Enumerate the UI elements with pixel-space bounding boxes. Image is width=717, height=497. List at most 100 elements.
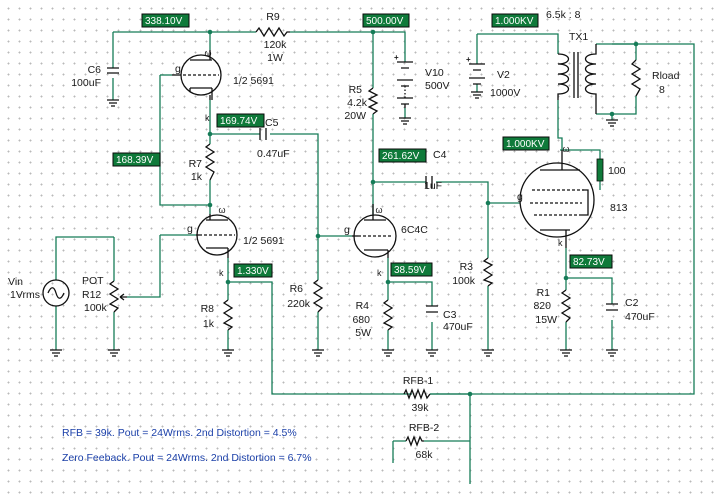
r5-resistor <box>367 87 379 115</box>
cathode-pin: k <box>558 238 563 248</box>
rload-resistor <box>630 59 642 97</box>
grid-pin: g <box>175 63 181 75</box>
tube4-extra: 100 <box>608 165 626 177</box>
rload-name: Rload <box>652 70 680 82</box>
r7-value: 1k <box>191 171 203 183</box>
vin-value: 1Vrms <box>10 289 40 301</box>
wires <box>55 31 695 484</box>
probe-38v: 38.59V <box>390 262 433 277</box>
r9-value: 120k <box>264 39 288 51</box>
grid-pin: g <box>344 224 350 236</box>
r9-power: 1W <box>267 52 283 64</box>
tube-6c4c: ω g k <box>344 204 397 278</box>
r3-value: 100k <box>452 275 476 287</box>
pot-ref: R12 <box>82 289 101 301</box>
probe-500v: 500.00V <box>362 13 410 28</box>
plus-sign: + <box>466 55 471 64</box>
pot-name: POT <box>82 275 104 287</box>
r1-power: 15W <box>535 314 557 326</box>
r5-name: R5 <box>349 84 363 96</box>
svg-text:38.59V: 38.59V <box>394 265 426 276</box>
tube-813: ω g k <box>517 144 604 248</box>
svg-text:168.39V: 168.39V <box>116 155 154 166</box>
r7-name: R7 <box>189 158 203 170</box>
ground-symbols <box>50 91 618 357</box>
vin-name: Vin <box>8 276 23 288</box>
c5-name: C5 <box>265 117 279 129</box>
cathode-pin: k <box>219 268 224 278</box>
c3-value: 470uF <box>443 321 473 333</box>
grid-pin: g <box>517 191 523 203</box>
tube-5691-upper: ω g k <box>172 48 222 123</box>
r6-name: R6 <box>290 283 304 295</box>
svg-text:1.330V: 1.330V <box>237 266 269 277</box>
probe-168v: 168.39V <box>112 152 161 167</box>
component-labels: R9 120k 1W C6 100uF 1/2 5691 1/2 5691 6C… <box>8 9 680 461</box>
pot-r12 <box>108 280 127 313</box>
r7-resistor <box>204 143 216 181</box>
r3-resistor <box>482 257 494 287</box>
probe-1000v-plate: 1.000KV <box>502 136 550 151</box>
rfb1-value: 39k <box>412 402 430 414</box>
v2-battery: + <box>466 55 485 85</box>
rfb2-name: RFB-2 <box>409 422 439 434</box>
tx1-ratio: 6.5k : 8 <box>546 9 581 21</box>
c2-value: 470uF <box>625 311 655 323</box>
c6-value: 100uF <box>71 77 101 89</box>
c6-capacitor <box>107 67 119 74</box>
note-line2: Zero Feeback. Pout = 24Wrms. 2nd Distort… <box>62 452 312 464</box>
c4-name: C4 <box>433 149 447 161</box>
grid-pin: g <box>187 223 193 235</box>
r5-value: 4.2k <box>347 97 368 109</box>
tx1-transformer <box>557 44 597 114</box>
r1-resistor <box>560 289 572 323</box>
voltage-probes: 338.10V 500.00V 1.000KV 169.74V 168.39V … <box>112 13 613 278</box>
rload-value: 8 <box>659 84 665 96</box>
cathode-pin: k <box>377 268 382 278</box>
svg-text:1.000KV: 1.000KV <box>506 139 545 150</box>
probe-1v33: 1.330V <box>233 263 273 278</box>
c5-capacitor <box>259 128 267 140</box>
v10-name: V10 <box>425 67 444 79</box>
screen-resistor <box>596 158 604 182</box>
probe-338v: 338.10V <box>141 13 190 28</box>
r9-resistor <box>255 26 290 38</box>
tube2-name: 1/2 5691 <box>243 235 284 247</box>
plus-sign: + <box>394 53 399 62</box>
r4-value: 680 <box>352 314 370 326</box>
r6-resistor <box>312 279 324 313</box>
tube4-name: 813 <box>610 202 628 214</box>
r9-name: R9 <box>266 11 280 23</box>
probe-82v: 82.73V <box>569 254 613 269</box>
tx1-name: TX1 <box>569 31 588 43</box>
r4-power: 5W <box>355 327 371 339</box>
rfb1-resistor <box>403 388 431 400</box>
probe-261v: 261.62V <box>378 148 427 163</box>
rfb2-value: 68k <box>416 449 434 461</box>
c2-capacitor <box>606 303 618 311</box>
svg-text:169.74V: 169.74V <box>220 116 258 127</box>
r6-value: 220k <box>287 298 311 310</box>
c4-value: 1uF <box>424 180 442 192</box>
junction-dots <box>207 29 639 397</box>
c2-name: C2 <box>625 297 639 309</box>
v10-battery: + <box>394 53 413 108</box>
c5-value: 0.47uF <box>257 148 290 160</box>
svg-text:500.00V: 500.00V <box>366 16 404 27</box>
tube3-name: 6C4C <box>401 224 428 236</box>
note-line1: RFB = 39k. Pout = 24Wrms. 2nd Distortion… <box>62 427 297 439</box>
v2-value: 1000V <box>490 87 520 99</box>
svg-text:82.73V: 82.73V <box>573 257 605 268</box>
r1-name: R1 <box>537 287 551 299</box>
r4-resistor <box>382 299 394 331</box>
plate-pin: ω <box>375 205 382 215</box>
rfb2-resistor <box>405 435 424 447</box>
svg-text:261.62V: 261.62V <box>382 151 420 162</box>
r8-resistor <box>222 299 234 331</box>
r1-value: 820 <box>533 300 551 312</box>
svg-text:1.000KV: 1.000KV <box>495 16 534 27</box>
c3-name: C3 <box>443 309 457 321</box>
cathode-pin: k <box>205 113 210 123</box>
